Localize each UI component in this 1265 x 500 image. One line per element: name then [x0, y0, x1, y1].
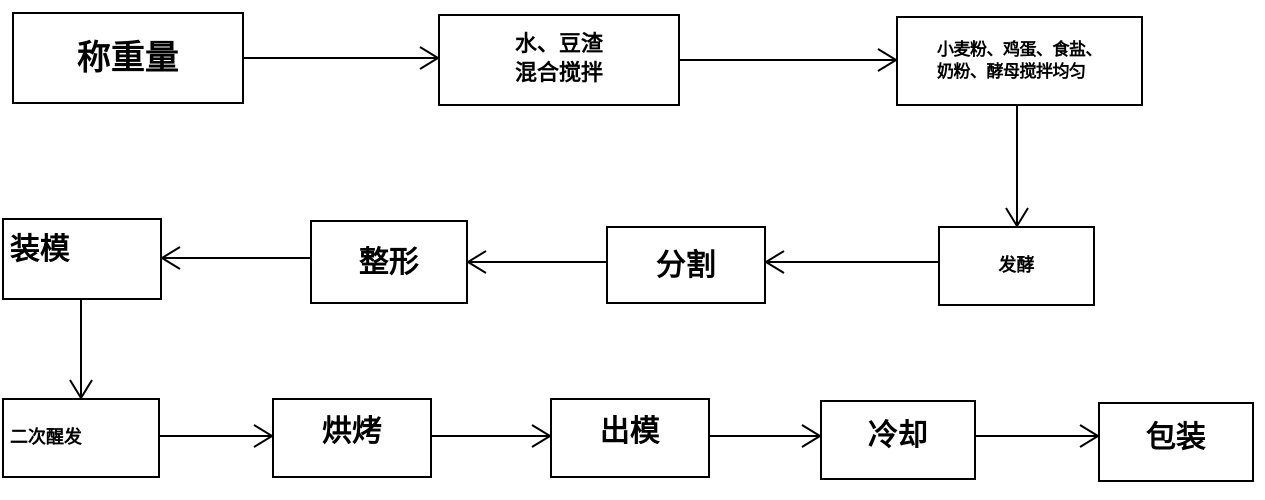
arrowhead-mix1-to-mix2: [877, 48, 898, 72]
step-divide: 分割: [606, 226, 766, 304]
arrowhead-cool-to-pack: [1079, 424, 1100, 448]
step-mix-water-okara: 水、豆渣 混合搅拌: [438, 14, 680, 106]
arrowhead-bake-to-demold: [531, 424, 552, 448]
step-divide-label: 分割: [656, 247, 716, 283]
step-weigh-label: 称重量: [77, 37, 179, 78]
arrowhead-weigh-to-mix1: [419, 46, 440, 70]
step-mold: 装模: [2, 218, 162, 300]
step-weigh: 称重量: [12, 12, 244, 104]
arrowhead-proof-to-bake: [253, 424, 274, 448]
step-ferment-label: 发酵: [998, 255, 1035, 277]
step-shape-label: 整形: [359, 244, 419, 280]
step-mix-water-okara-line1: 水、豆渣: [514, 32, 603, 58]
arrowhead-shape-to-mold: [160, 246, 181, 270]
step-bake: 烘烤: [272, 398, 432, 478]
step-ferment: 发酵: [938, 226, 1095, 306]
step-second-proof: 二次醒发: [2, 398, 160, 478]
step-pack-label: 包装: [1146, 420, 1206, 455]
step-pack: 包装: [1098, 402, 1254, 482]
arrowhead-divide-to-shape: [466, 250, 487, 274]
step-cool: 冷却: [820, 400, 976, 480]
step-demold: 出模: [550, 398, 710, 478]
step-second-proof-label: 二次醒发: [10, 427, 82, 449]
step-mix-ingredients-line1: 小麦粉、鸡蛋、食盐、: [937, 39, 1103, 60]
step-mix-ingredients-line2: 奶粉、酵母搅拌均匀: [937, 62, 1086, 82]
step-mix-ingredients: 小麦粉、鸡蛋、食盐、 奶粉、酵母搅拌均匀: [896, 16, 1143, 106]
arrowhead-ferment-to-divide: [764, 250, 785, 274]
step-bake-label: 烘烤: [322, 414, 382, 449]
step-demold-label: 出模: [600, 414, 660, 449]
step-mix-water-okara-line2: 混合搅拌: [514, 61, 603, 86]
step-mold-label: 装模: [10, 232, 70, 267]
arrowhead-mix2-to-ferment: [1005, 207, 1029, 228]
arrowhead-mold-to-proof: [69, 379, 93, 400]
step-shape: 整形: [310, 220, 468, 304]
step-cool-label: 冷却: [868, 418, 928, 453]
arrowhead-demold-to-cool: [801, 424, 822, 448]
